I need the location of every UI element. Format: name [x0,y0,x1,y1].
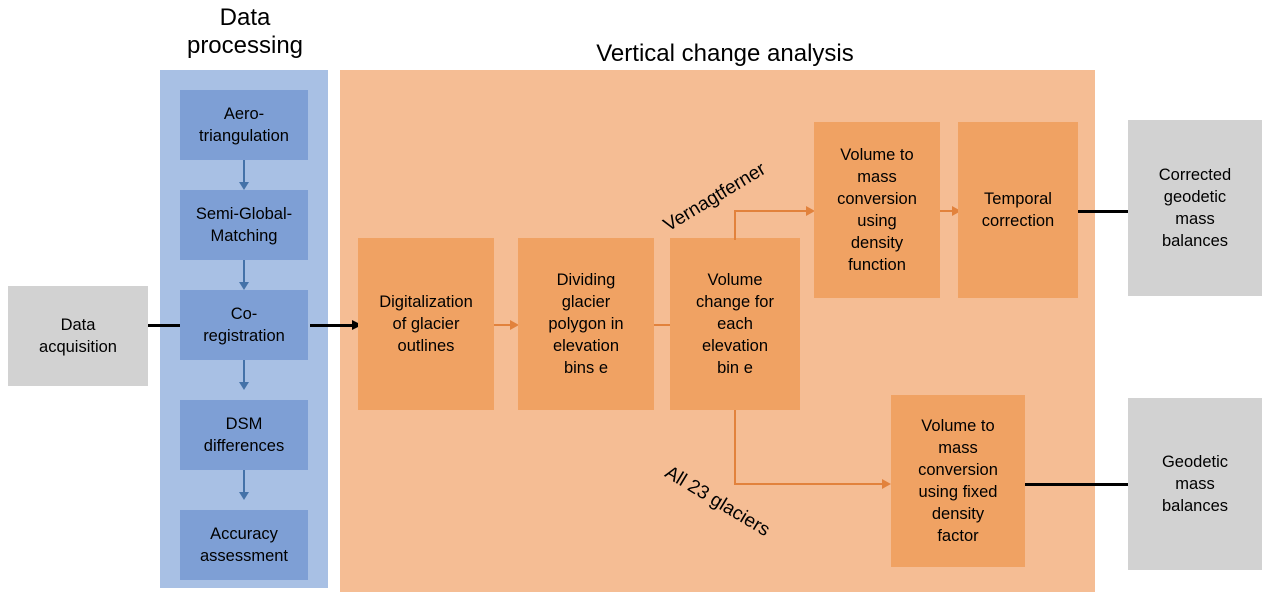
node-volume-change-per-bin[interactable]: Volume change for each elevation bin e [670,238,800,410]
connector-volume-change-to-fixed-density [734,483,889,485]
node-semi-global-matching[interactable]: Semi-Global- Matching [180,190,308,260]
arrowhead-to-temporal-correction-icon [952,206,961,216]
arrowhead-to-density-function-icon [806,206,815,216]
node-co-registration[interactable]: Co- registration [180,290,308,360]
connector-temporal-correction-to-corrected-output [1078,210,1136,213]
node-dividing-glacier-polygon[interactable]: Dividing glacier polygon in elevation bi… [518,238,654,410]
connector-acquisition-to-coregistration [148,324,198,327]
connector-aero-to-sgm [243,160,245,186]
connector-fixed-density-to-geodetic-output [1025,483,1136,486]
connector-volume-change-up-stem [734,210,736,240]
node-volume-to-mass-density-function[interactable]: Volume to mass conversion using density … [814,122,940,298]
connector-density-function-to-temporal-correction [940,210,960,212]
connector-volume-change-down-stem [734,410,736,485]
node-dsm-differences[interactable]: DSM differences [180,400,308,470]
node-geodetic-mass-balances[interactable]: Geodetic mass balances [1128,398,1262,570]
arrowhead-to-fixed-density-icon [882,479,891,489]
connector-dividing-to-volume-change [654,324,676,326]
connector-coregistration-to-digitalization [310,324,358,327]
node-data-acquisition[interactable]: Data acquisition [8,286,148,386]
connector-sgm-to-coregistration [243,260,245,286]
node-corrected-geodetic-mass-balances[interactable]: Corrected geodetic mass balances [1128,120,1262,296]
node-aero-triangulation[interactable]: Aero- triangulation [180,90,308,160]
connector-dsm-to-accuracy [243,470,245,496]
panel-title-vertical-change-analysis: Vertical change analysis [596,40,854,67]
arrowhead-sgm-to-coregistration-icon [239,282,249,290]
arrowhead-coregistration-to-digitalization-icon [352,320,362,330]
connector-volume-change-to-density-function [734,210,812,212]
arrowhead-dsm-to-accuracy-icon [239,492,249,500]
connector-digitalization-to-dividing [494,324,516,326]
arrowhead-digitalization-to-dividing-icon [510,320,519,330]
arrowhead-coregistration-to-dsm-icon [239,382,249,390]
node-digitalization-of-glacier-outlines[interactable]: Digitalization of glacier outlines [358,238,494,410]
panel-title-data-processing: Data processing [186,4,304,59]
connector-coregistration-to-dsm [243,360,245,386]
arrowhead-aero-to-sgm-icon [239,182,249,190]
node-temporal-correction[interactable]: Temporal correction [958,122,1078,298]
node-volume-to-mass-fixed-density[interactable]: Volume to mass conversion using fixed de… [891,395,1025,567]
node-accuracy-assessment[interactable]: Accuracy assessment [180,510,308,580]
